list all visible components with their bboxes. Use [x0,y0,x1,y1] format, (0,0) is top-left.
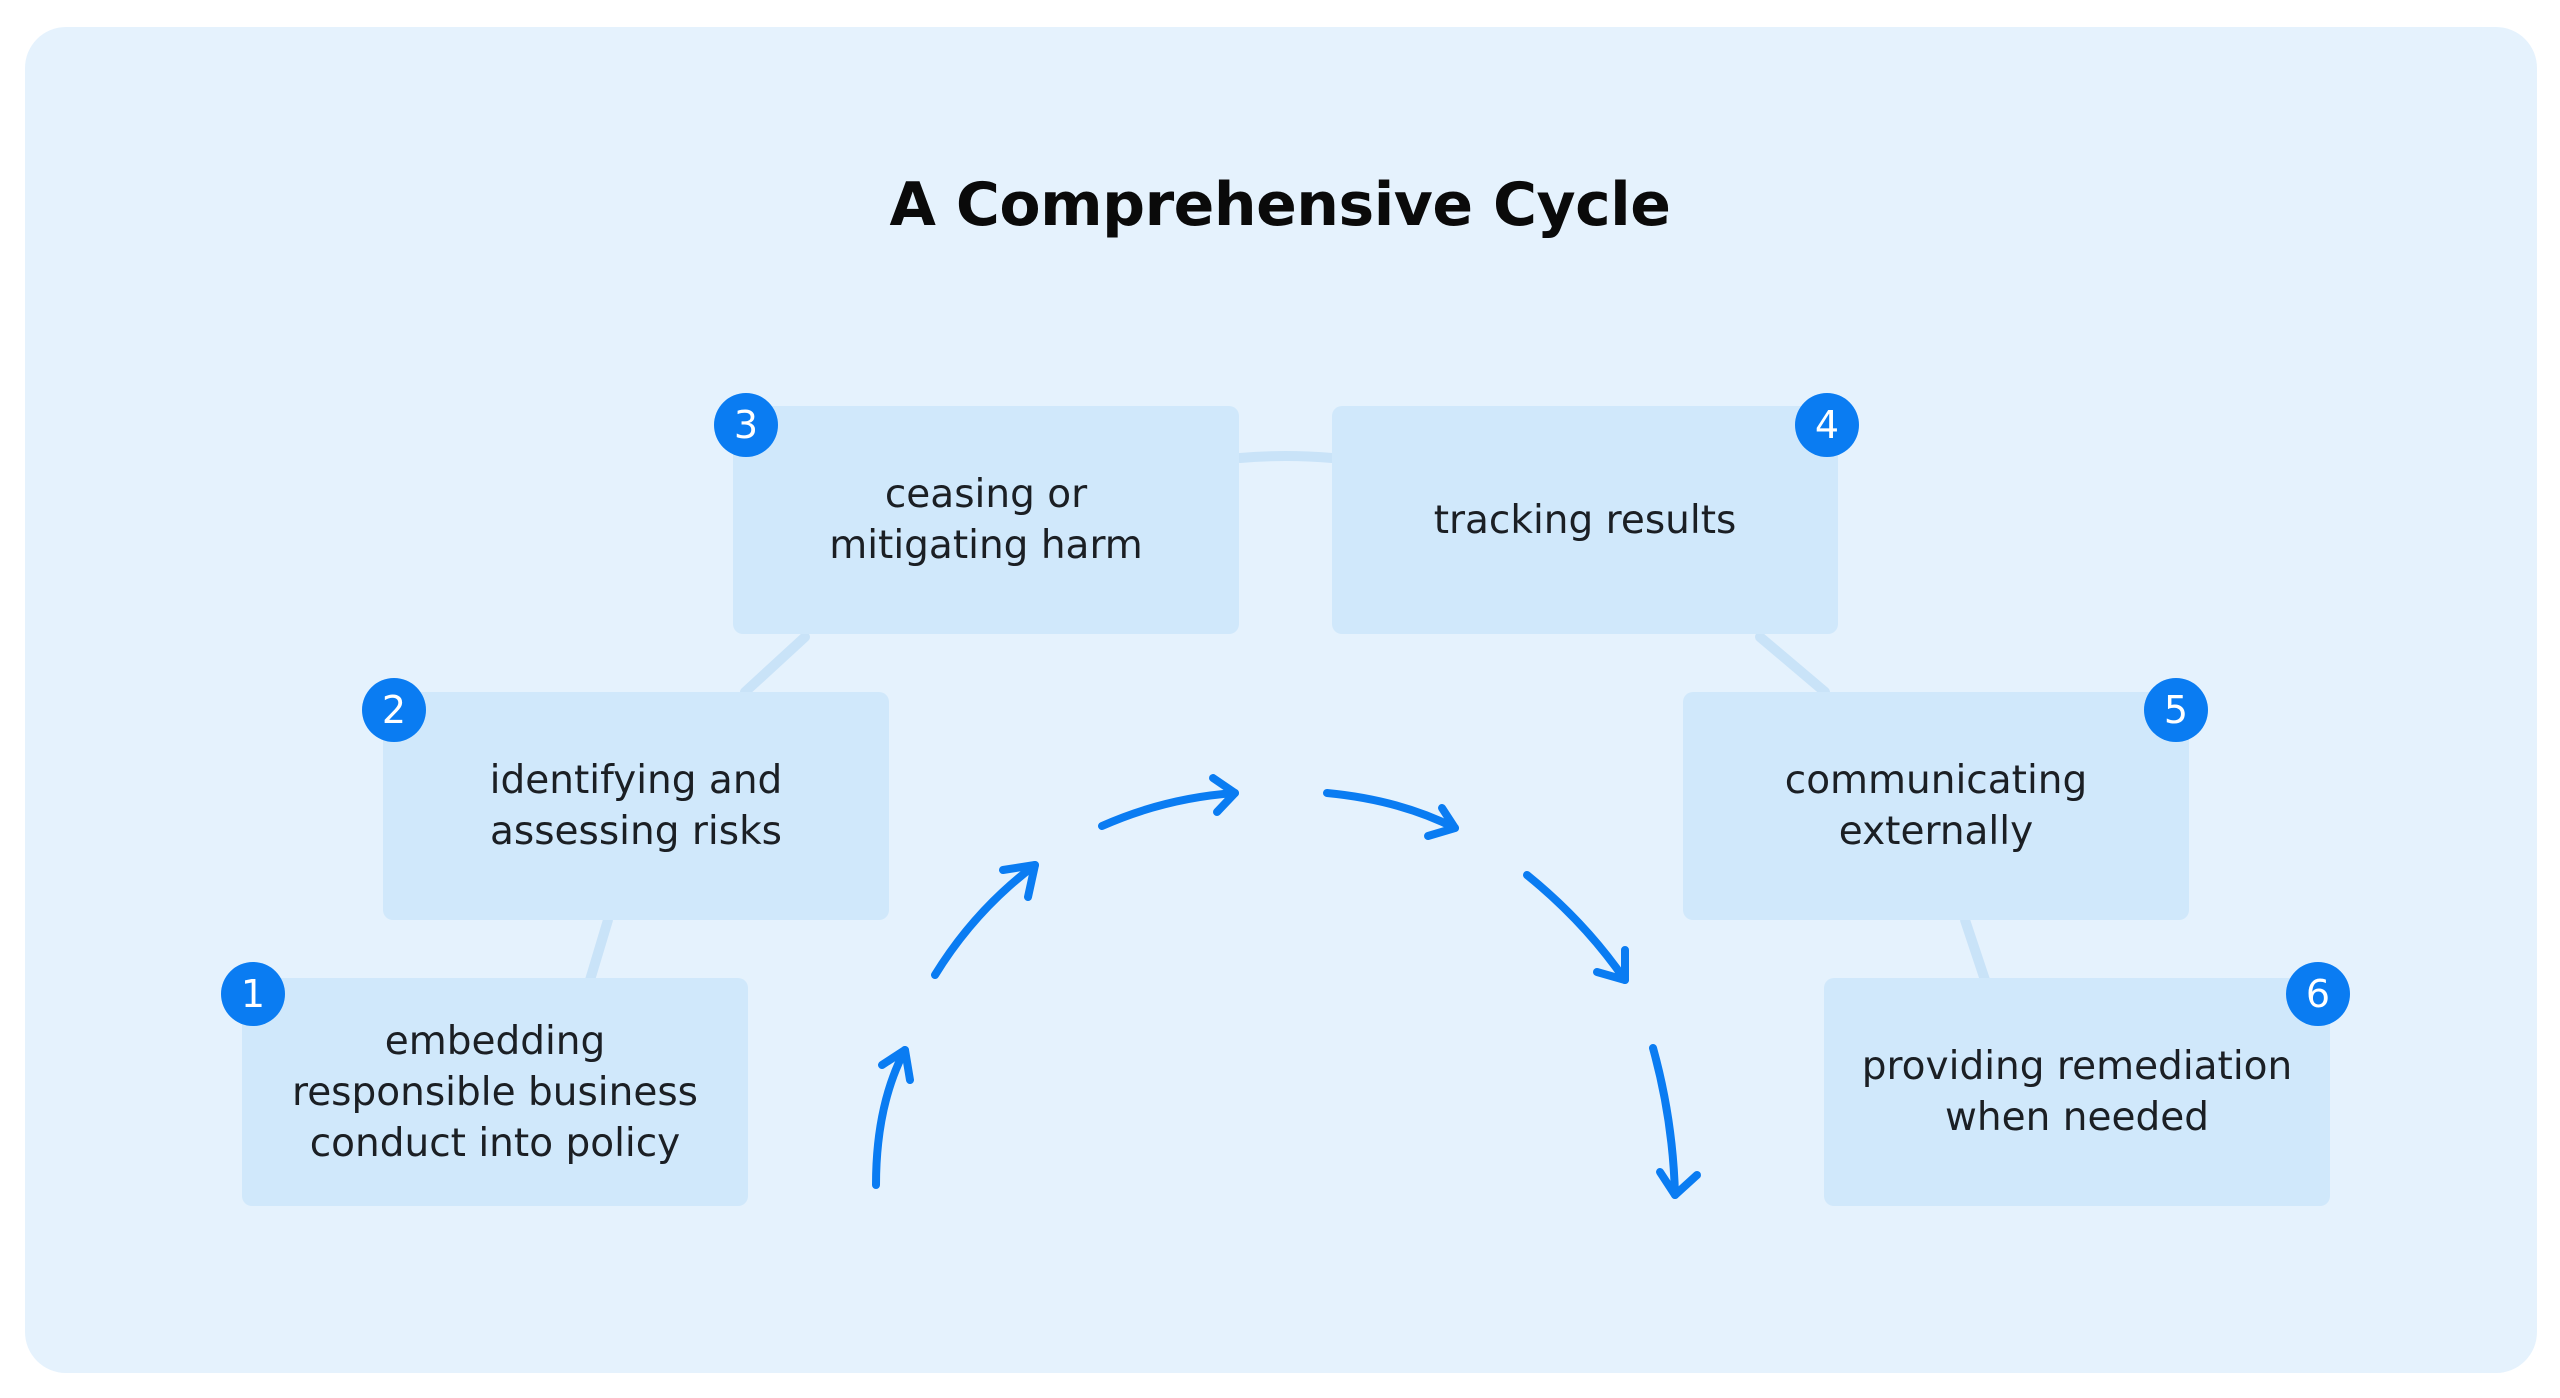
connector-1-2 [585,915,613,985]
step-number-badge-2: 2 [362,678,426,742]
connector-3-4 [1235,451,1337,463]
diagram-title: A Comprehensive Cycle [889,170,1671,240]
curved-arrow-icon [1323,789,1459,840]
step-box-5: communicating externally [1683,692,2189,920]
step-number-badge-3: 3 [714,393,778,457]
curved-arrow-icon [1098,774,1239,830]
connector-4-5 [1755,632,1830,697]
connector-2-3 [740,632,810,697]
curved-arrow-icon [1523,871,1629,984]
step-box-1: embedding responsible business conduct i… [242,978,748,1206]
step-label-4: tracking results [1433,497,1737,543]
step-box-3: ceasing or mitigating harm [733,406,1239,634]
step-number-badge-6: 6 [2286,962,2350,1026]
step-label-6: providing remediation when needed [1861,1044,2293,1140]
step-number-badge-1: 1 [221,962,285,1026]
step-number-badge-5: 5 [2144,678,2208,742]
step-box-2: identifying and assessing risks [383,692,889,920]
step-label-2: identifying and assessing risks [489,758,783,854]
curved-arrow-icon [872,1046,914,1189]
connector-5-6 [1960,915,1990,985]
curved-arrow-icon [931,861,1039,979]
step-box-4: tracking results [1332,406,1838,634]
step-label-5: communicating externally [1784,758,2088,854]
curved-arrow-icon [1649,1044,1701,1199]
step-box-6: providing remediation when needed [1824,978,2330,1206]
step-label-1: embedding responsible business conduct i… [292,1018,698,1166]
step-number-badge-4: 4 [1795,393,1859,457]
step-label-3: ceasing or mitigating harm [829,472,1143,568]
